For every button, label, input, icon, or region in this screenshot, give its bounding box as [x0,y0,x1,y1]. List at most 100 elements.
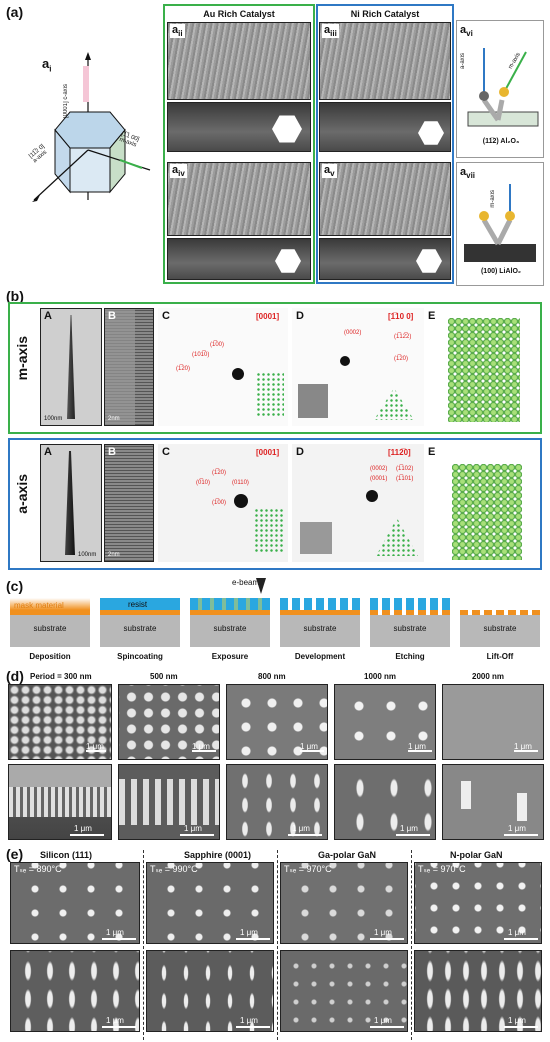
period-label: 2000 nm [472,672,505,681]
step-liftoff [460,598,540,668]
hexagon-icon [416,249,442,273]
scale-bar [504,834,538,836]
label-D: D [296,310,304,322]
scale-label: 1 μm [508,1016,526,1025]
sem-d-500-tilt [118,764,220,840]
hexagon-icon [275,249,301,273]
growth-temp: Tₛₑ = 970°C [418,864,466,874]
sem-e-ga-top [280,862,408,944]
step-etching [370,598,450,668]
scale-bar [288,834,322,836]
sem-e-si-tilt [10,950,140,1032]
diffraction-C-a [158,444,288,562]
hexagon-icon [272,115,302,143]
scale-bar [408,750,432,752]
spot-label: (1̅102) [396,466,414,472]
avii-label: avii [460,166,476,181]
sem-e-si-top [10,862,140,944]
aii-label: aii [170,24,185,39]
avii-substrate: (100) LiAlO₂ [480,268,522,275]
scale-bar [396,834,430,836]
ai-label: ai [42,56,52,74]
sem-e-ga-tilt [280,950,408,1032]
substrate-label: substrate [483,624,517,633]
column-divider [411,850,412,1040]
spot-label: (1̅00) [212,500,227,506]
step-name: Deposition [29,652,71,661]
growth-temp: Tₛₑ = 890°C [14,864,62,874]
step-name: Development [294,652,346,661]
scale-2nm: 2nm [108,416,120,422]
column-divider [143,850,144,1040]
step-name: Etching [395,652,425,661]
tem-A-m [40,308,102,426]
scale-label: 1 μm [106,1016,124,1025]
avii-diagram [464,184,536,262]
label-C: C [162,310,170,322]
step-name: Spincoating [117,652,163,661]
tem-B-a [104,444,154,562]
avi-substrate: (11̅2) Al₂O₃ [482,138,520,145]
scale-label: 1 μm [106,928,124,937]
avi-a-axis: a-axis [460,53,466,70]
column-label: Ga-polar GaN [318,850,377,860]
spot-label: (101̅0) [192,352,210,358]
scale-label: 1 μm [184,824,202,833]
av-label: av [322,164,337,179]
spot-label: (0001) [370,476,388,482]
spot-label: (1̅101) [396,476,414,482]
scale-bar [236,1026,270,1028]
period-label: 500 nm [150,672,178,681]
tem-A-a [40,444,102,562]
spot-label: (1̅00) [210,342,225,348]
scale-label: 1 μm [74,824,92,833]
a-axis-box [8,438,542,570]
scale-bar [504,938,538,940]
hexagon-icon [418,121,444,145]
label-B: B [108,310,116,322]
atomic-model-a [452,464,522,560]
diffraction-D-m [292,308,424,426]
sem-av-top [319,162,451,236]
ni-title: Ni Rich Catalyst [350,9,420,19]
panel-b-label: (b) [6,288,24,304]
sem-d-300-top [8,684,112,760]
label-B: B [108,446,116,458]
column-label: N-polar GaN [450,850,503,860]
scale-label: 1 μm [514,742,532,751]
scale-bar [180,834,214,836]
au-rich-box [163,4,315,284]
scale-bar [102,938,136,940]
zone-axis-mD: [1̅10 0] [388,312,414,321]
scale-label: 1 μm [508,824,526,833]
scale-label: 1 μm [374,1016,392,1025]
aiii-label: aiii [322,24,339,39]
avii-box [456,162,544,286]
sem-d-2000-tilt [442,764,544,840]
sem-d-1000-top [334,684,436,760]
label-E: E [428,446,436,458]
scale-label: 1 μm [240,928,258,937]
label-C: C [162,446,170,458]
sem-d-500-top [118,684,220,760]
substrate-label: substrate [123,624,157,633]
scale-bar [300,750,324,752]
scale-bar [370,1026,404,1028]
sem-aiii-top [319,22,451,100]
diffraction-D-a [292,444,424,562]
scale-bar [236,938,270,940]
step-deposition [10,598,90,668]
crystal-diagram [30,50,158,210]
scale-100nm: 100nm [78,552,97,558]
scale-label: 1 μm [408,742,426,751]
scale-label: 1 μm [86,742,104,751]
panel-a-label: (a) [6,4,24,20]
sem-aii-top [167,22,311,100]
resist-label: resist [128,600,148,609]
substrate-label: substrate [303,624,337,633]
period-label: 1000 nm [364,672,397,681]
sem-d-2000-top [442,684,544,760]
sem-e-sapphire-tilt [146,950,274,1032]
spot-label: (0002) [344,330,362,336]
scale-label: 1 μm [192,742,210,751]
